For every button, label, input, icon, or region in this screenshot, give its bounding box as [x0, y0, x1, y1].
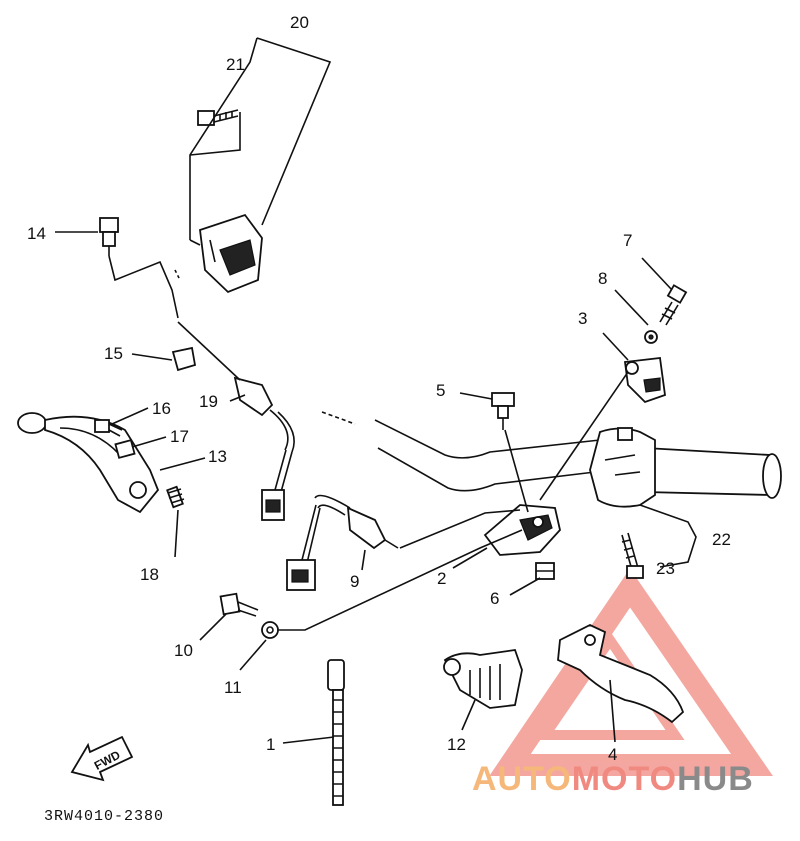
- callout-22: 22: [712, 530, 731, 549]
- adjuster-18: [166, 485, 185, 509]
- screw-10: [219, 592, 259, 617]
- throttle-grip: [589, 427, 782, 508]
- callout-8: 8: [598, 269, 607, 288]
- callout-15: 15: [104, 344, 123, 363]
- clutch-switch-19: [233, 376, 295, 521]
- callout-17: 17: [170, 427, 189, 446]
- callout-9: 9: [350, 572, 359, 591]
- callout-10: 10: [174, 641, 193, 660]
- nut-17: [114, 439, 136, 459]
- watermark-part2: MOTO: [572, 760, 677, 798]
- handlebar-pipe: [321, 411, 601, 492]
- callout-20: 20: [290, 13, 309, 32]
- leader-lines: [55, 37, 697, 744]
- nut-15: [171, 346, 197, 372]
- watermark-part3: HUB: [677, 760, 754, 798]
- nut-6: [535, 562, 555, 580]
- callout-13: 13: [208, 447, 227, 466]
- holder-12: [443, 649, 523, 709]
- clutch-lever-13: [17, 412, 160, 514]
- callout-16: 16: [152, 399, 171, 418]
- callout-19: 19: [199, 392, 218, 411]
- nut-11: [261, 621, 279, 639]
- bolt-14: [99, 217, 119, 256]
- screw-23: [621, 532, 644, 579]
- screw-7: [659, 284, 688, 326]
- callout-3: 3: [578, 309, 587, 328]
- bolt-16: [94, 419, 123, 437]
- lever-holder-20: [199, 213, 263, 294]
- diagram-code: 3RW4010-2380: [44, 808, 164, 825]
- callout-14: 14: [27, 224, 46, 243]
- callout-6: 6: [490, 589, 499, 608]
- callout-2: 2: [437, 569, 446, 588]
- callout-5: 5: [436, 381, 445, 400]
- watermark-part1: AUTO: [472, 760, 572, 798]
- brake-lever-4: [557, 624, 685, 724]
- brake-switch-9: [286, 494, 399, 591]
- callout-21: 21: [226, 55, 245, 74]
- cable-band-1: [327, 659, 345, 806]
- cable-holder-2: [483, 504, 561, 556]
- callout-18: 18: [140, 565, 159, 584]
- throttle-clamp: [623, 357, 666, 404]
- callout-4: 4: [608, 745, 617, 764]
- callout-12: 12: [447, 735, 466, 754]
- callout-labels: 20 21 14 15 16 17 13 19 18 10 11 1 9 2 6…: [27, 13, 731, 764]
- bolt-5: [491, 392, 515, 430]
- callout-11: 11: [224, 678, 242, 697]
- callout-1: 1: [266, 735, 275, 754]
- fwd-arrow: FWD: [70, 735, 134, 782]
- callout-7: 7: [623, 231, 632, 250]
- callout-23: 23: [656, 559, 675, 578]
- watermark-text: AUTOMOTOHUB: [472, 760, 754, 798]
